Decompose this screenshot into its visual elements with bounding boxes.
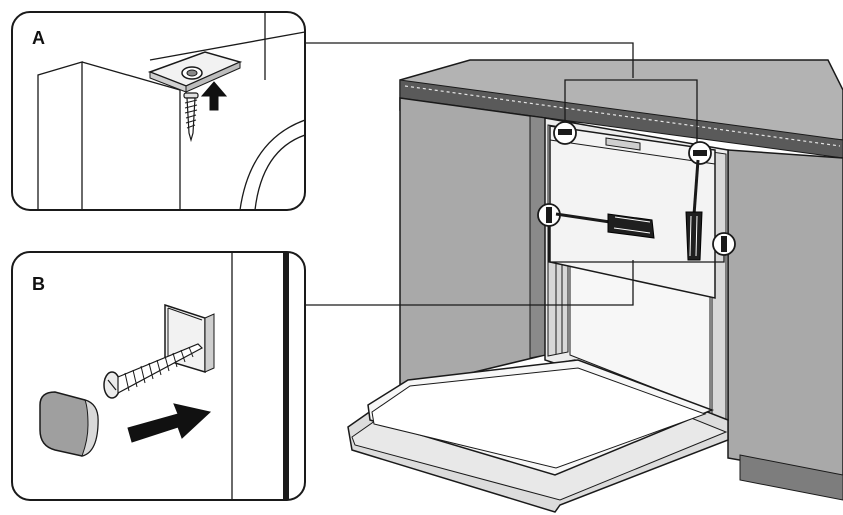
dishwasher-door [347,359,729,513]
screwdriver-front-icon [555,212,655,239]
side-bracket-icon [164,303,215,374]
screwdriver-side-icon [685,159,703,261]
screw-icon [103,343,203,399]
panel-a-label: A [32,28,45,48]
worktop [399,59,843,159]
panel-b-label: B [32,274,45,294]
detail-panel-a: A [11,11,306,211]
detail-panel-b: B [11,251,306,501]
up-arrow-icon [200,81,228,111]
right-cabinet [727,149,843,501]
bracket-markers [537,121,736,256]
callout-leaders [305,42,725,306]
top-mounting-panel [549,125,716,299]
left-cabinet [399,97,546,391]
screw-cap-icon [39,391,99,457]
main-scene [305,42,843,513]
right-arrow-icon [127,403,212,443]
screw-icon [183,92,199,143]
